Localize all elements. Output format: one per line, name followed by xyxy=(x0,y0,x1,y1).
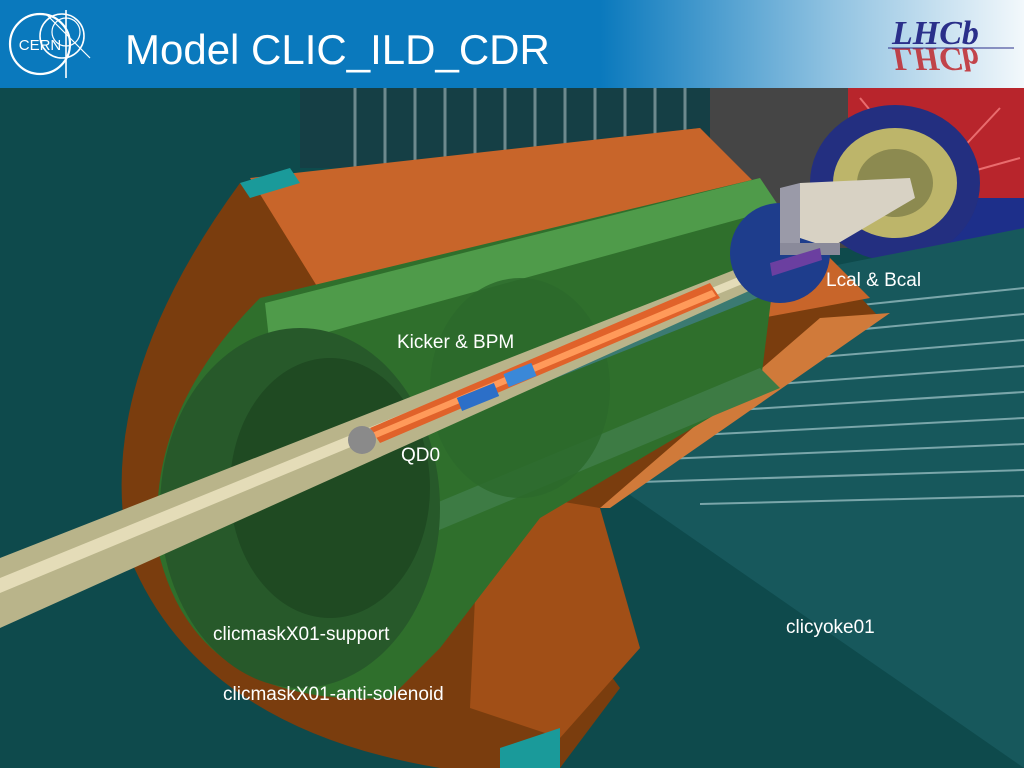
lcal-purple xyxy=(770,248,822,276)
title-bar: CERN Model CLIC_ILD_CDR LHCb LHCb xyxy=(0,0,1024,88)
title-bar-gradient xyxy=(600,0,1024,88)
teal-sliver-bottom xyxy=(500,728,560,768)
cern-logo-text: CERN xyxy=(19,37,62,54)
qd0-end-cap xyxy=(348,426,376,454)
label-anti-solenoid: clicmaskX01-anti-solenoid xyxy=(223,684,444,705)
detector-model-render xyxy=(0,88,1024,768)
page-title: Model CLIC_ILD_CDR xyxy=(125,26,550,73)
label-qd0: QD0 xyxy=(401,445,441,466)
label-mask-support: clicmaskX01-support xyxy=(213,624,390,645)
svg-text:LHCb: LHCb xyxy=(891,40,979,77)
cern-logo: CERN xyxy=(8,10,91,78)
mask-support-top xyxy=(265,178,780,348)
bcal-cone xyxy=(800,178,915,248)
teal-sliver-top xyxy=(240,168,300,198)
label-lcal-bcal: Lcal & Bcal xyxy=(826,270,922,291)
anti-solenoid-edge xyxy=(600,313,890,508)
lhcb-logo-text: LHCb xyxy=(891,15,979,52)
label-clicyoke: clicyoke01 xyxy=(786,617,875,638)
qd0-magnet-highlight xyxy=(372,290,716,438)
bpm-element xyxy=(503,362,537,388)
bcal-side xyxy=(780,183,800,253)
label-kicker-bpm: Kicker & BPM xyxy=(397,332,515,353)
lcal-plate xyxy=(780,243,840,255)
lhcb-logo: LHCb LHCb xyxy=(888,15,1014,77)
kicker-element xyxy=(456,383,500,411)
